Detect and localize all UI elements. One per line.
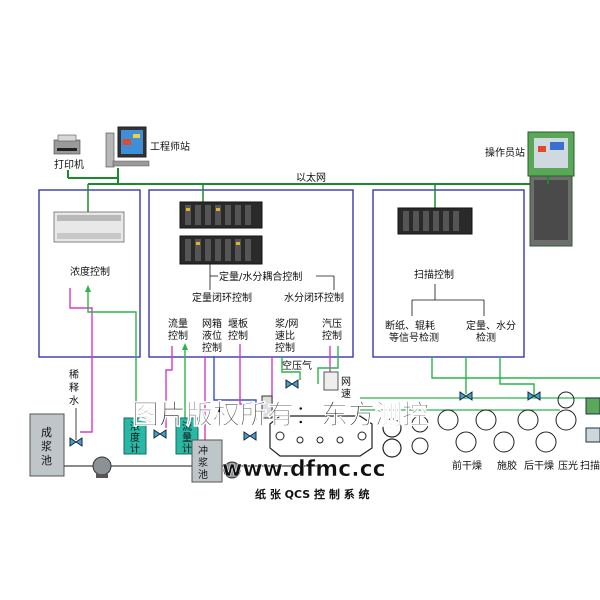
- stock-chest-label: 成浆池: [41, 426, 52, 467]
- operator-station-icon: [527, 131, 575, 247]
- press-rolls: [382, 415, 429, 458]
- size-press-label: 施胶: [497, 459, 517, 472]
- engineer-station-label: 工程师站: [150, 140, 190, 153]
- flow-valve-icon: [153, 429, 167, 439]
- plc-rack-2-icon: [179, 235, 263, 265]
- plc-rack-1-icon: [179, 201, 263, 229]
- moisture-valve-icon: [527, 391, 541, 401]
- headbox-level-label: 网箱液位控制: [202, 317, 222, 354]
- engineer-station-icon: [105, 126, 150, 168]
- post-dryer-label: 后干燥: [524, 460, 554, 472]
- dilution-valve-icon: [69, 437, 83, 447]
- basis-moisture-detect-label: 定量、水分检测: [466, 319, 516, 344]
- slice-control-label: 堰板控制: [228, 317, 248, 342]
- air-valve-icon: [285, 379, 299, 389]
- consistency-control-label: 浓度控制: [70, 265, 110, 278]
- basis-moisture-frame: [148, 189, 354, 358]
- scan-control-label: 扫描控制: [414, 268, 454, 281]
- consistency-meter: [123, 417, 147, 455]
- ethernet-label: 以太网: [296, 171, 326, 184]
- consistency-frame: [38, 189, 141, 358]
- pre-dryer-label: 前干燥: [452, 459, 482, 472]
- post-dryer-cylinders: [517, 391, 577, 453]
- basis-loop-label: 定量闭环控制: [192, 291, 252, 304]
- printer-label: 打印机: [54, 158, 84, 171]
- printer-icon: [53, 134, 81, 155]
- stock-chest: [29, 413, 65, 477]
- break-detect-label: 断纸、辊耗等信号检测: [385, 319, 439, 344]
- speed-label: 网速: [341, 376, 351, 400]
- calender-label: 压光: [558, 459, 578, 472]
- speed-meter-icon: [323, 371, 339, 391]
- steam-control-label: 汽压控制: [322, 317, 342, 342]
- watermark-url: www.dfmc.cc: [222, 457, 386, 482]
- flow-control-label: 流量控制: [168, 317, 188, 342]
- moisture-loop-label: 水分闭环控制: [284, 291, 344, 304]
- plc-scanner-icon: [397, 207, 473, 235]
- air-label: 空压气: [282, 359, 312, 372]
- coupled-control-label: 定量/水分耦合控制: [219, 270, 302, 283]
- jet-wire-ratio-label: 浆/网速比控制: [275, 317, 298, 354]
- flow-meter-label: 流量计: [182, 420, 192, 455]
- consistency-meter-label: 浓度计: [130, 421, 140, 455]
- pre-dryer-cylinders: [437, 409, 515, 453]
- pump-2-icon: [223, 461, 241, 479]
- system-title: 纸 张 QCS 控 制 系 统: [255, 487, 370, 501]
- scanner-frame: [372, 189, 525, 358]
- basis-valve-icon: [459, 391, 473, 401]
- wire-section: [269, 415, 373, 457]
- scanner-frame-icon: [585, 397, 600, 443]
- watermark-text: 图片版权所有：东方测控: [132, 399, 429, 431]
- operator-station-label: 操作员站: [485, 146, 525, 159]
- plc-consistency-icon: [53, 211, 125, 243]
- flush-chest: [191, 439, 223, 483]
- pump-1-icon: [92, 456, 112, 478]
- flush-chest-label: 冲浆池: [198, 444, 208, 481]
- headbox-valve-icon: [243, 431, 257, 441]
- slice-actuator-icon: [261, 395, 273, 419]
- dilution-water-label: 稀释水: [69, 368, 79, 407]
- scanner-label: 扫描: [580, 459, 600, 472]
